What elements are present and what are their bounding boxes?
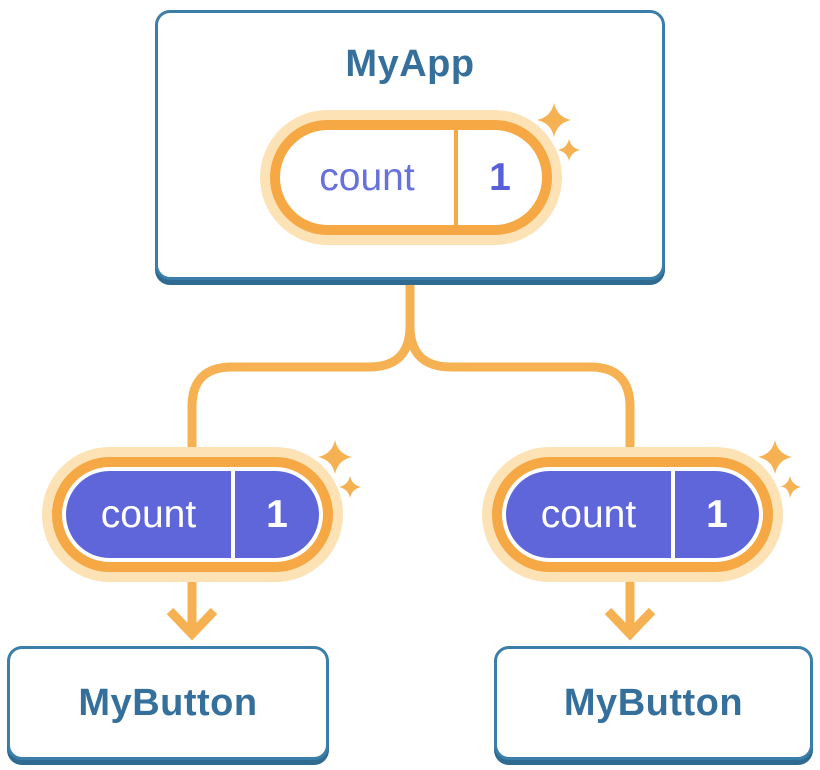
- arrow-down-icon: [604, 576, 656, 641]
- arrow-head: [166, 607, 218, 641]
- parent-state-pill: count 1: [260, 103, 580, 245]
- state-pill-ring: count 1: [270, 120, 552, 235]
- state-pill-ring: count 1: [52, 457, 333, 572]
- child-component-title: MyButton: [563, 681, 744, 724]
- arrow-down-icon: [166, 576, 218, 641]
- prop-key-label: count: [506, 471, 675, 558]
- state-pill-ring: count 1: [492, 457, 773, 572]
- state-key-label: count: [280, 130, 458, 225]
- child-component-card-right: MyButton: [494, 646, 813, 760]
- child-component-title: MyButton: [78, 681, 258, 724]
- prop-value: 1: [706, 492, 728, 536]
- child-component-card-left: MyButton: [7, 646, 329, 760]
- arrow-head: [604, 607, 656, 641]
- connector-branch-left: [187, 279, 415, 452]
- child-prop-pill-left: count 1: [42, 440, 361, 582]
- state-value: 1: [489, 155, 511, 199]
- parent-component-title: MyApp: [345, 43, 475, 85]
- state-pill-body: count 1: [506, 471, 759, 558]
- state-pill-body: count 1: [280, 130, 542, 225]
- prop-key-label: count: [66, 471, 235, 558]
- prop-value: 1: [266, 492, 288, 536]
- child-prop-pill-right: count 1: [482, 440, 801, 582]
- state-pill-body: count 1: [66, 471, 319, 558]
- connector-branch-right: [405, 279, 635, 452]
